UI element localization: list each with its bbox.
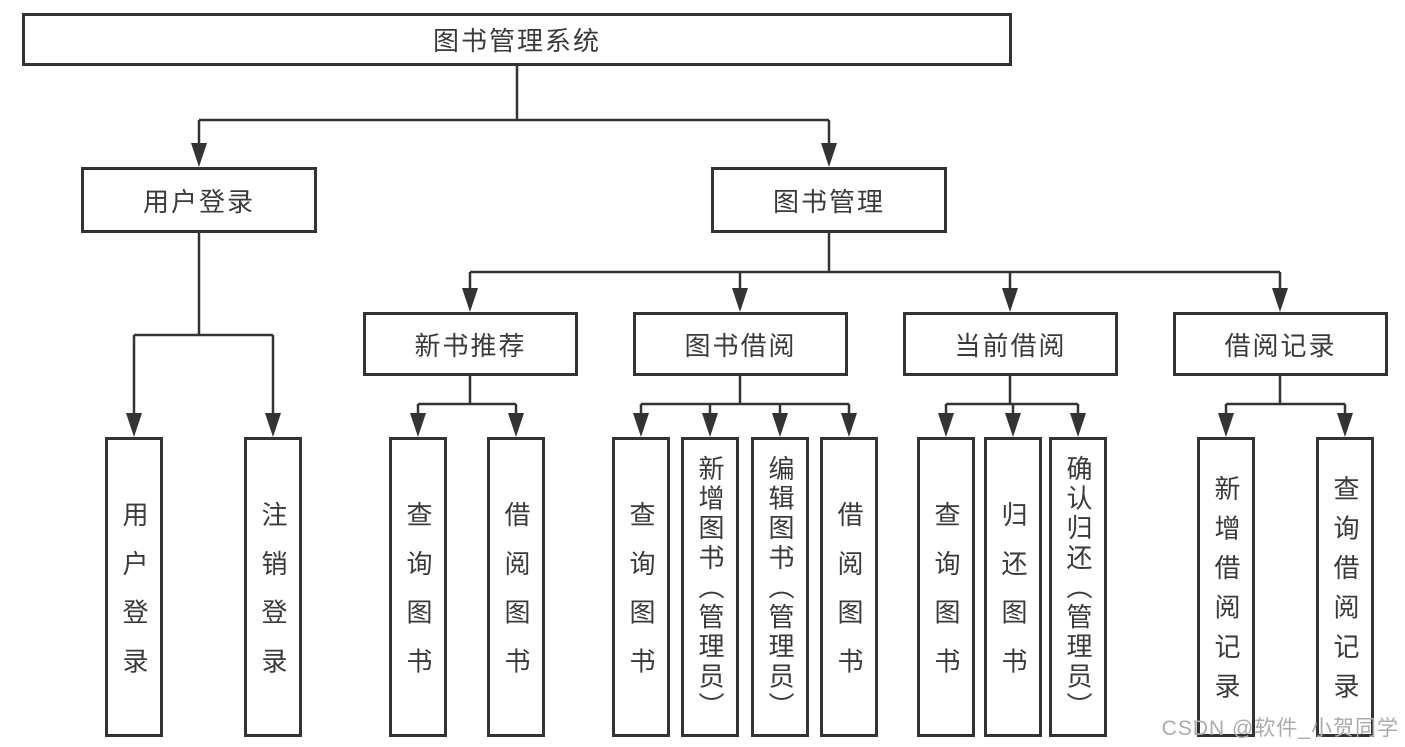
leaf-query-books-current: 查询图书 bbox=[917, 437, 975, 737]
node-label: 借阅记录 bbox=[1224, 330, 1337, 361]
leaf-label: 编辑图书（管理员） bbox=[765, 455, 795, 723]
node-label: 图书管理系统 bbox=[432, 26, 601, 56]
leaf-label: 新增借阅记录 bbox=[1211, 475, 1241, 713]
node-user-login: 用户登录 bbox=[81, 167, 317, 233]
leaf-label: 用户登录 bbox=[119, 500, 149, 697]
leaf-return-books: 归还图书 bbox=[984, 437, 1042, 737]
node-label: 图书借阅 bbox=[684, 330, 797, 361]
node-book-management: 图书管理 bbox=[711, 167, 947, 233]
node-label: 图书管理 bbox=[772, 186, 885, 217]
leaf-label: 借阅图书 bbox=[501, 500, 531, 697]
leaf-borrow-books-recommend: 借阅图书 bbox=[487, 437, 545, 737]
node-label: 新书推荐 bbox=[414, 330, 527, 361]
node-label: 当前借阅 bbox=[954, 330, 1067, 361]
node-library-management-system: 图书管理系统 bbox=[22, 13, 1012, 66]
leaf-query-books-recommend: 查询图书 bbox=[389, 437, 447, 737]
leaf-query-books-borrow: 查询图书 bbox=[612, 437, 670, 737]
node-borrowing-records: 借阅记录 bbox=[1173, 312, 1388, 376]
watermark-text: CSDN @软件_小贺同学 bbox=[1161, 717, 1399, 740]
leaf-label: 借阅图书 bbox=[834, 500, 864, 697]
leaf-label: 查询借阅记录 bbox=[1330, 475, 1360, 713]
leaf-user-login: 用户登录 bbox=[105, 437, 163, 737]
leaf-label: 归还图书 bbox=[998, 500, 1028, 697]
leaf-query-borrow-record: 查询借阅记录 bbox=[1316, 437, 1374, 737]
leaf-label: 查询图书 bbox=[403, 500, 433, 697]
leaf-edit-books-admin: 编辑图书（管理员） bbox=[751, 437, 809, 737]
node-label: 用户登录 bbox=[142, 186, 255, 217]
leaf-label: 确认归还（管理员） bbox=[1063, 455, 1093, 723]
leaf-logout: 注销登录 bbox=[244, 437, 302, 737]
leaf-add-books-admin: 新增图书（管理员） bbox=[681, 437, 739, 737]
node-current-borrowing: 当前借阅 bbox=[903, 312, 1118, 376]
leaf-label: 查询图书 bbox=[931, 500, 961, 697]
leaf-label: 注销登录 bbox=[258, 500, 288, 697]
leaf-label: 查询图书 bbox=[626, 500, 656, 697]
leaf-confirm-return-admin: 确认归还（管理员） bbox=[1049, 437, 1107, 737]
node-book-borrowing: 图书借阅 bbox=[633, 312, 848, 376]
leaf-label: 新增图书（管理员） bbox=[695, 455, 725, 723]
leaf-add-borrow-record: 新增借阅记录 bbox=[1197, 437, 1255, 737]
leaf-borrow-books: 借阅图书 bbox=[820, 437, 878, 737]
node-new-book-recommendation: 新书推荐 bbox=[363, 312, 578, 376]
